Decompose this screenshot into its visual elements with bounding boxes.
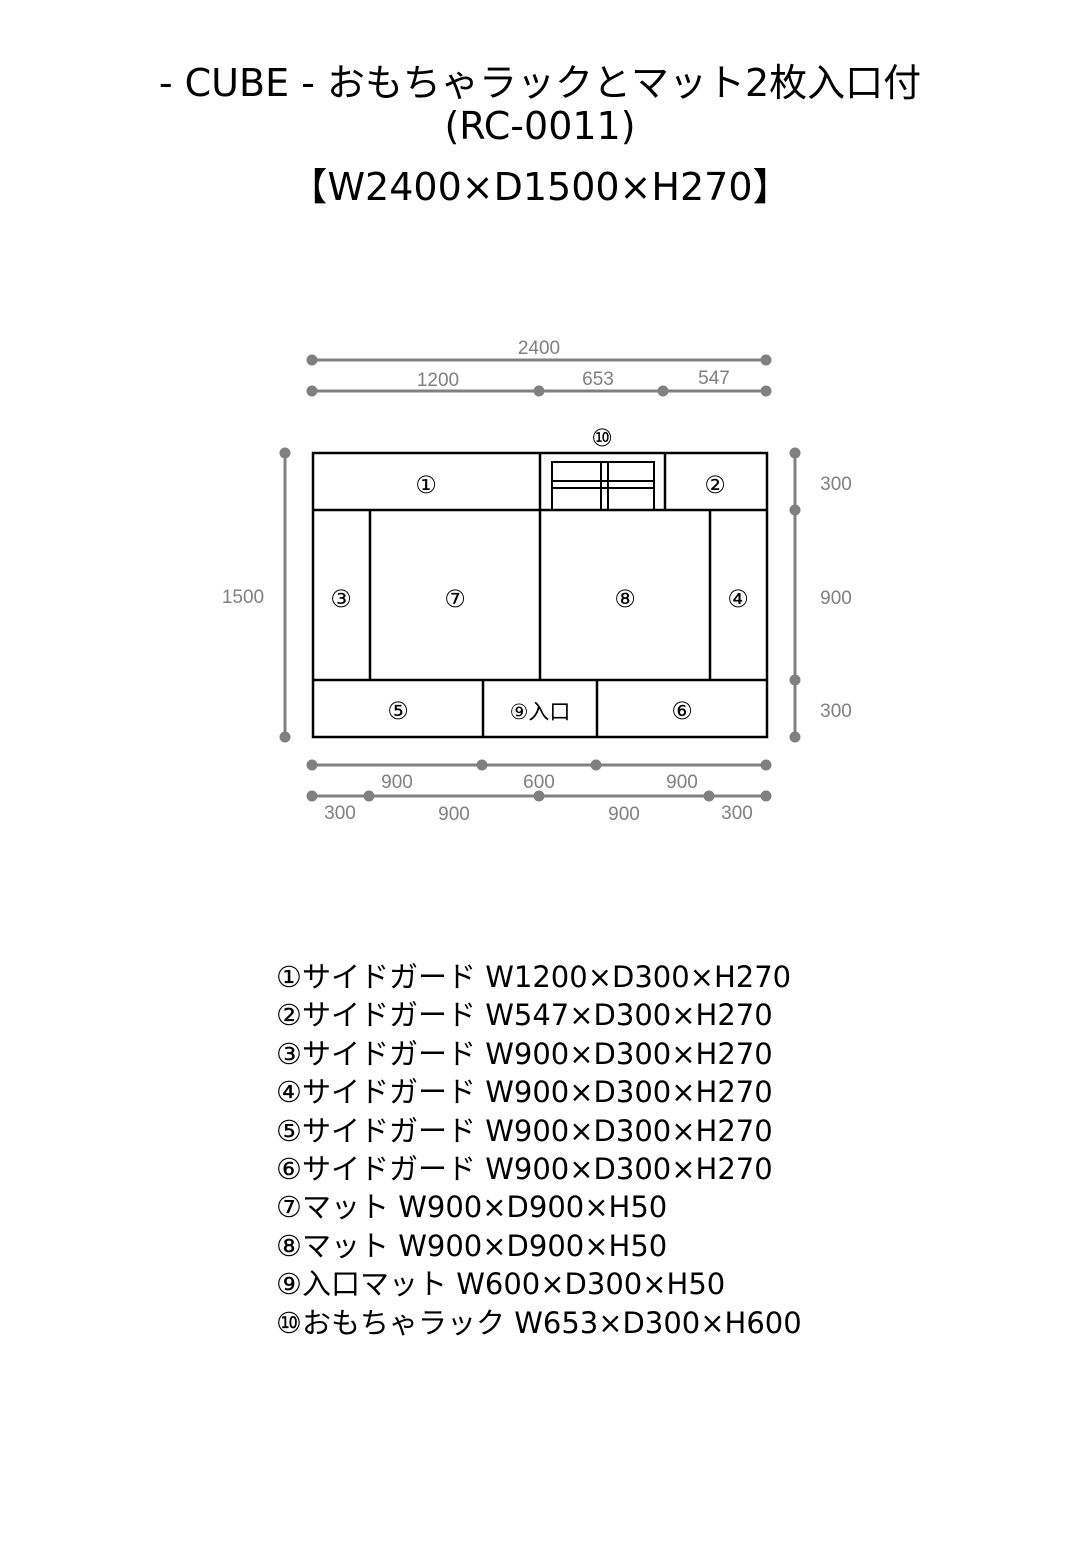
- label-5: ⑤: [387, 697, 409, 725]
- dim-top-1: 1200: [417, 370, 459, 391]
- part-item: ⑦マット W900×D900×H50: [276, 1190, 668, 1225]
- dimension-lines: [279, 354, 801, 802]
- dim-bottom1-2: 600: [523, 772, 555, 793]
- part-item: ⑧マット W900×D900×H50: [276, 1228, 668, 1263]
- part-item: ④サイドガード W900×D300×H270: [276, 1075, 773, 1110]
- layout-diagram: 2400 1200 653 547 1500 300 900 300 900 6…: [222, 338, 852, 825]
- part-item: ⑩おもちゃラック W653×D300×H600: [276, 1305, 802, 1340]
- label-7: ⑦: [444, 585, 466, 613]
- dim-right-2: 900: [820, 588, 852, 609]
- part-item: ①サイドガード W1200×D300×H270: [276, 960, 792, 994]
- toy-rack-shape: [551, 461, 655, 511]
- dim-bottom2-4: 300: [721, 803, 753, 824]
- label-1: ①: [415, 471, 437, 499]
- dim-bottom1-1: 900: [381, 772, 413, 793]
- dim-top-3: 547: [698, 368, 730, 389]
- layout-outline: [311, 451, 769, 739]
- parts-list: ①サイドガード W1200×D300×H270 ②サイドガード W547×D30…: [276, 958, 802, 1342]
- dim-right-3: 300: [820, 701, 852, 722]
- dim-bottom2-3: 900: [608, 804, 640, 825]
- title-model: (RC-0011): [444, 104, 636, 148]
- part-item: ③サイドガード W900×D300×H270: [276, 1036, 773, 1071]
- dim-bottom2-2: 900: [438, 804, 470, 825]
- label-10: ⑩: [591, 424, 613, 452]
- label-2: ②: [704, 471, 726, 499]
- dim-top-2: 653: [582, 369, 614, 390]
- title-size: 【W2400×D1500×H270】: [289, 165, 791, 209]
- part-item: ⑥サイドガード W900×D300×H270: [276, 1152, 773, 1187]
- dim-left: 1500: [222, 587, 264, 608]
- dim-right-1: 300: [820, 474, 852, 495]
- label-9: ⑨入口: [510, 700, 571, 724]
- title-line1: - CUBE - おもちゃラックとマット2枚入口付: [158, 61, 922, 105]
- label-3: ③: [330, 585, 352, 613]
- label-8: ⑧: [614, 585, 636, 613]
- part-item: ⑤サイドガード W900×D300×H270: [276, 1113, 773, 1148]
- dim-bottom2-1: 300: [324, 803, 356, 824]
- part-item: ⑨入口マット W600×D300×H50: [276, 1267, 726, 1302]
- label-6: ⑥: [671, 697, 693, 725]
- part-item: ②サイドガード W547×D300×H270: [276, 998, 773, 1033]
- dim-total-width: 2400: [518, 338, 560, 359]
- label-4: ④: [727, 585, 749, 613]
- dim-bottom1-3: 900: [666, 772, 698, 793]
